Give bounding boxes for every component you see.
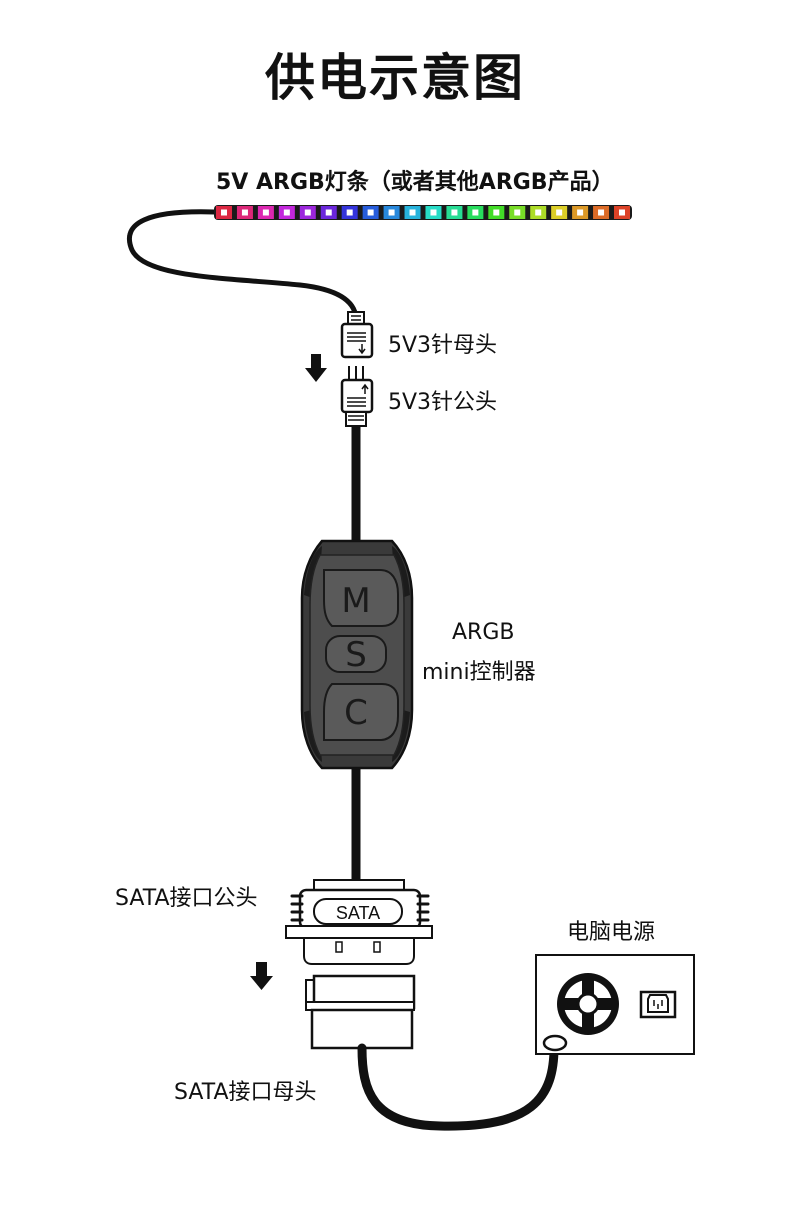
- down-arrow-icon: [305, 354, 327, 382]
- led-chip: [388, 209, 395, 216]
- argb-mini-controller: M S C: [300, 539, 414, 770]
- led-chip: [262, 209, 269, 216]
- led-chip: [304, 209, 311, 216]
- led-chip: [430, 209, 437, 216]
- controller-button-s[interactable]: [325, 635, 387, 673]
- psu-cable: [357, 1039, 559, 1131]
- male-3pin-connector: [340, 366, 374, 427]
- led-chip: [241, 209, 248, 216]
- led-chip: [325, 209, 332, 216]
- computer-psu: [535, 954, 695, 1055]
- down-arrow-icon: [250, 962, 273, 990]
- strip-cable: [126, 209, 359, 321]
- controller-button-m[interactable]: [323, 569, 399, 627]
- led-chip: [409, 209, 416, 216]
- led-chip: [221, 209, 227, 216]
- controller-button-m-label: M: [341, 581, 370, 621]
- male-3pin-label: 5V3针公头: [388, 390, 498, 415]
- led-chip: [451, 209, 458, 216]
- led-chip: [556, 209, 563, 216]
- controller-button-c-label: C: [344, 693, 368, 733]
- sata-male-connector: SATA: [285, 879, 433, 965]
- led-chip: [346, 209, 353, 216]
- led-chip: [577, 209, 584, 216]
- controller-button-c[interactable]: [323, 683, 399, 741]
- power-socket-icon: [639, 990, 677, 1019]
- led-chip: [367, 209, 374, 216]
- led-chip: [493, 209, 500, 216]
- led-chip: [598, 209, 605, 216]
- led-chip: [283, 209, 290, 216]
- fan-icon: [557, 973, 619, 1035]
- led-chip: [619, 209, 625, 216]
- female-3pin-label: 5V3针母头: [388, 333, 498, 358]
- controller-label-line1: ARGB: [452, 620, 515, 645]
- led-chip: [514, 209, 521, 216]
- sata-female-connector: [305, 974, 416, 1050]
- sata-female-label: SATA接口母头: [174, 1080, 317, 1105]
- female-3pin-connector: [340, 311, 374, 359]
- led-chip: [472, 209, 479, 216]
- controller-button-s-label: S: [345, 635, 367, 675]
- psu-label: 电脑电源: [567, 920, 656, 945]
- led-strip: [214, 205, 632, 220]
- led-strip-label: 5V ARGB灯条（或者其他ARGB产品）: [216, 170, 614, 195]
- sata-male-label: SATA接口公头: [115, 886, 258, 911]
- led-chip: [535, 209, 542, 216]
- page-title: 供电示意图: [265, 49, 525, 107]
- controller-label-line2: mini控制器: [422, 660, 536, 685]
- led-strip-leds: [216, 206, 630, 219]
- sata-plug-text: SATA: [336, 903, 380, 923]
